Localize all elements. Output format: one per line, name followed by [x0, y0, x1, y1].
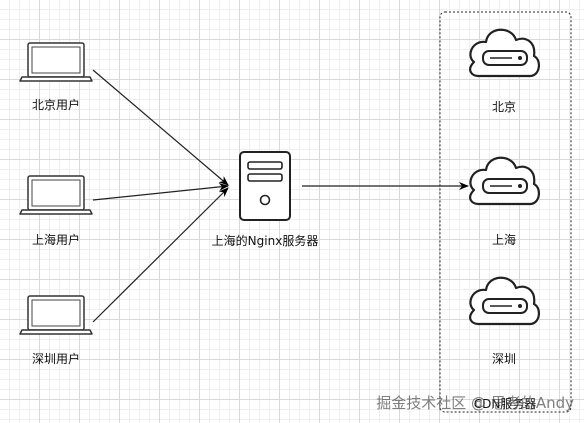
cloud-icon-shenzhen: [469, 276, 541, 326]
cloud-icon-shanghai: [469, 156, 541, 206]
server-icon: [239, 151, 291, 221]
arrow-beijing-to-server: [92, 69, 229, 186]
user-label-shanghai: 上海用户: [31, 233, 81, 247]
server-label: 上海的Nginx服务器: [211, 234, 319, 248]
user-label-shenzhen: 深圳用户: [31, 352, 81, 366]
laptop-icon-beijing: [19, 42, 93, 82]
laptop-icon-shenzhen: [19, 295, 93, 335]
watermark: 掘金技术社区 @ 思考的Andy: [376, 394, 574, 412]
cdn-container: [439, 11, 572, 413]
cdn-container-label: CDN服务器: [473, 397, 537, 411]
arrow-shenzhen-to-server: [92, 187, 229, 323]
cdn-node-label-beijing: 北京: [491, 100, 517, 114]
cloud-icon-beijing: [469, 28, 541, 78]
user-label-beijing: 北京用户: [31, 98, 81, 112]
cdn-node-label-shanghai: 上海: [491, 233, 517, 247]
arrow-shanghai-to-server: [92, 182, 229, 201]
laptop-icon-shanghai: [19, 175, 93, 215]
cdn-node-label-shenzhen: 深圳: [491, 352, 517, 366]
